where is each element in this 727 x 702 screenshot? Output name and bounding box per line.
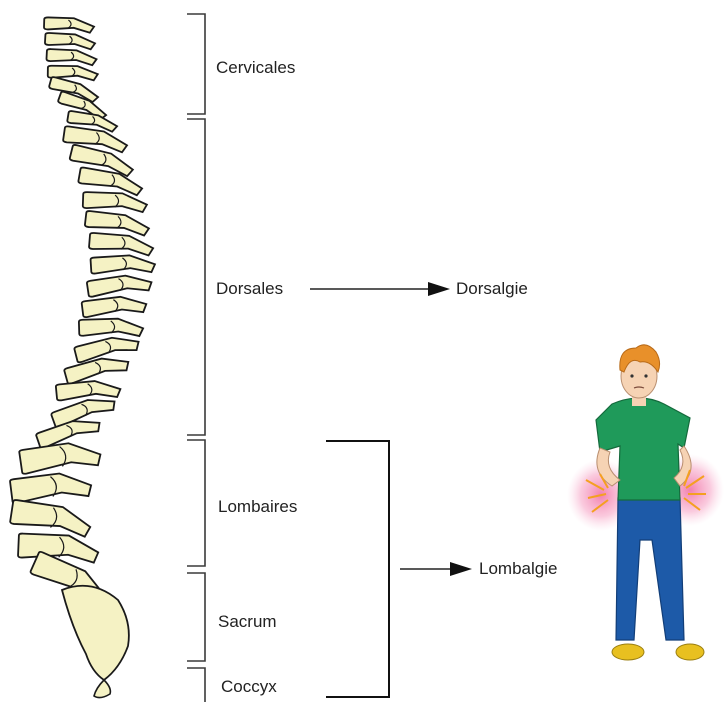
label-dorsales: Dorsales	[216, 279, 283, 299]
right-eye	[644, 374, 647, 377]
left-shoe	[612, 644, 644, 660]
left-eye	[630, 374, 633, 377]
right-shoe	[676, 644, 704, 660]
label-sacrum: Sacrum	[218, 612, 277, 632]
label-dorsalgie: Dorsalgie	[456, 279, 528, 299]
pants	[616, 498, 684, 640]
label-coccyx: Coccyx	[221, 677, 277, 697]
label-lombalgie: Lombalgie	[479, 559, 557, 579]
label-cervicales: Cervicales	[216, 58, 295, 78]
label-lombaires: Lombaires	[218, 497, 297, 517]
